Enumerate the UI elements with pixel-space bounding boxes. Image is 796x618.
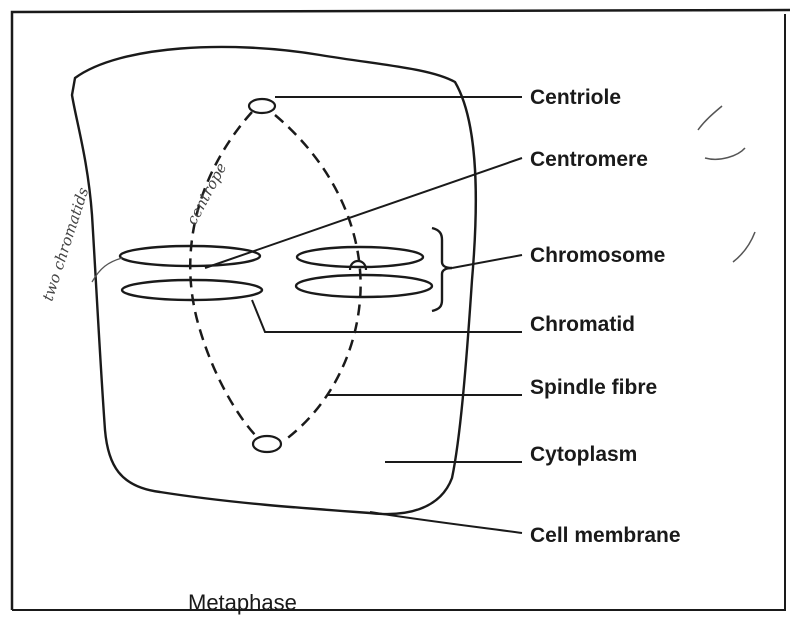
label-cytoplasm: Cytoplasm — [530, 443, 637, 466]
chromosome-right — [296, 247, 432, 297]
label-centriole: Centriole — [530, 86, 621, 109]
label-chromatid: Chromatid — [530, 313, 635, 336]
chromatid-right-upper — [297, 247, 423, 267]
centriole-top — [249, 99, 275, 113]
handwritten-centrope: centrope — [183, 160, 231, 228]
caption-metaphase: Metaphase — [188, 590, 297, 615]
label-chromosome: Chromosome — [530, 244, 665, 267]
label-cell-membrane: Cell membrane — [530, 524, 681, 547]
centriole-bottom — [253, 436, 281, 452]
page-frame — [12, 10, 790, 610]
pencil-ticks — [698, 106, 755, 262]
handwritten-two-chromatids: two chromatids — [39, 185, 93, 303]
centromere-right — [350, 261, 366, 270]
chromosome-left — [120, 246, 262, 300]
chromosome-bracket — [432, 228, 452, 311]
label-centromere: Centromere — [530, 148, 648, 171]
label-spindle-fibre: Spindle fibre — [530, 376, 657, 399]
cell-membrane-outline — [72, 47, 476, 514]
chromatid-right-lower — [296, 275, 432, 297]
